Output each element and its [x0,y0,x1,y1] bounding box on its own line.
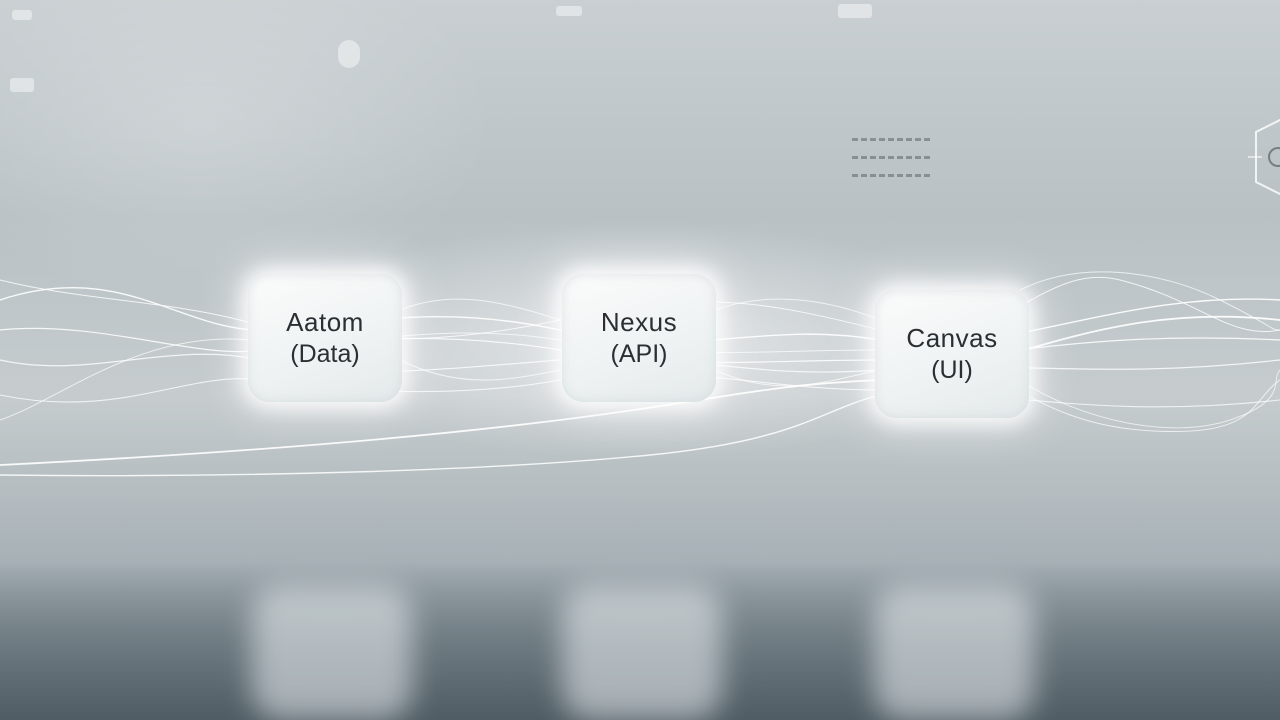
hud-block [556,6,582,16]
flow-line [714,369,881,387]
node-reflection [252,585,412,720]
node-role: (UI) [931,356,973,384]
hud-dots [852,128,944,146]
hud-block [10,78,34,92]
node-name: Nexus [600,307,678,337]
node-ui: Canvas (UI) [875,290,1029,418]
flow-line [1019,369,1280,429]
node-role: (Data) [290,340,360,368]
hud-block [12,10,32,20]
node-data: Aatom (Data) [248,274,402,402]
node-reflection [874,585,1034,720]
hud-dots [852,164,944,182]
flow-line [1019,271,1280,331]
hud-block [838,4,872,18]
flow-line [714,298,881,321]
node-api: Nexus (API) [562,274,716,402]
hexagon-icon [1248,118,1280,196]
flow-line [399,298,561,321]
hud-dots [852,146,944,164]
flow-line [0,315,1280,466]
node-name: Canvas [906,323,998,353]
hud-block [338,40,360,68]
flow-line [399,359,561,381]
node-role: (API) [610,340,668,368]
node-reflection [562,585,722,720]
node-name: Aatom [286,307,364,337]
flow-line [0,394,881,477]
